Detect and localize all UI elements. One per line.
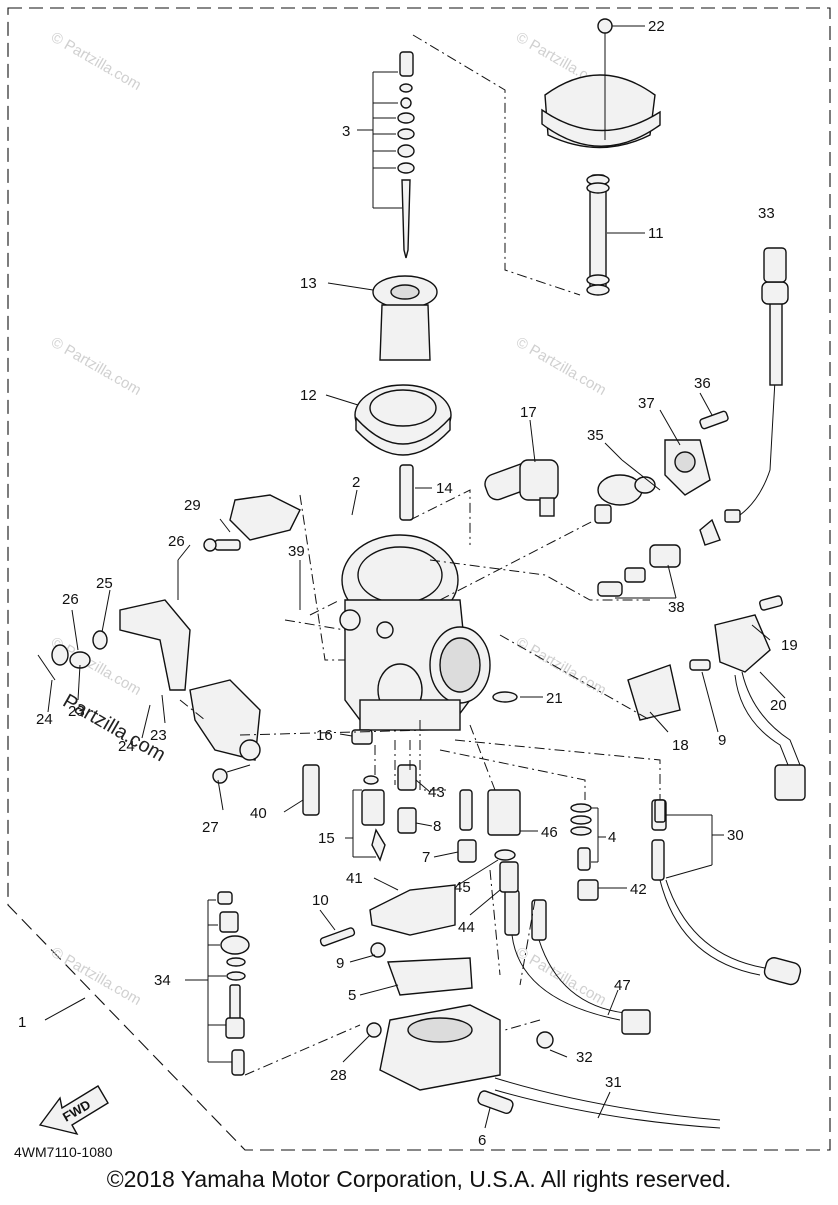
part-number-label: 42: [630, 881, 647, 898]
diagram-code: 4WM7110-1080: [14, 1144, 113, 1160]
diaphragm-part: [354, 384, 452, 456]
part-number-label: 28: [330, 1067, 347, 1084]
part-number-labels: 1 2 3 4 5 6 7 8 9 9 10 11 12 13 14 15 16…: [18, 18, 798, 1149]
part-number-label: 13: [300, 275, 317, 292]
cable-part: [504, 799, 802, 1035]
part-number-label: 12: [300, 387, 317, 404]
part-number-label: 9: [718, 732, 726, 749]
part-number-label: 24: [118, 738, 135, 755]
part-number-label: 8: [433, 818, 441, 835]
guide-lines: [179, 34, 661, 1076]
part-number-label: 7: [422, 849, 430, 866]
part-number-label: 46: [541, 824, 558, 841]
part-number-label: 26: [62, 591, 79, 608]
part-number-label: 3: [342, 123, 350, 140]
part-number-label: 47: [614, 977, 631, 994]
watermark-group: © Partzilla.com © Partzilla.com © Partzi…: [48, 29, 609, 1009]
float-bowl-part: [366, 942, 721, 1129]
jet-needle-set-part: [397, 51, 415, 259]
part-number-label: 31: [605, 1074, 622, 1091]
part-number-label: 36: [694, 375, 711, 392]
watermark: © Partzilla.com: [513, 944, 609, 1009]
part-number-label: 32: [576, 1049, 593, 1066]
watermark: © Partzilla.com: [48, 944, 144, 1009]
watermark: © Partzilla.com: [48, 334, 144, 399]
part-number-label: 4: [608, 829, 616, 846]
o-ring-part: [492, 691, 518, 703]
pilot-screw-part: [217, 891, 250, 1076]
top-cover-part: [541, 18, 661, 149]
part-number-label: 1: [18, 1014, 26, 1031]
part-number-label: 17: [520, 404, 537, 421]
part-number-label: 6: [478, 1132, 486, 1149]
watermark: © Partzilla.com: [48, 29, 144, 94]
part-number-label: 35: [587, 427, 604, 444]
float-part: [319, 884, 456, 947]
part-number-label: 44: [458, 919, 475, 936]
part-number-label: 45: [454, 879, 471, 896]
diaphragm-rod-part: [586, 174, 610, 296]
part-number-label: 23: [68, 703, 85, 720]
carburetor-body-part: [339, 534, 491, 731]
part-number-label: 20: [770, 697, 787, 714]
part-number-label: 41: [346, 870, 363, 887]
copyright-notice: ©2018 Yamaha Motor Corporation, U.S.A. A…: [106, 1166, 732, 1192]
part-number-label: 37: [638, 395, 655, 412]
part-number-label: 33: [758, 205, 775, 222]
part-number-label: 18: [672, 737, 689, 754]
part-number-label: 9: [336, 955, 344, 972]
part-number-label: 5: [348, 987, 356, 1004]
part-number-label: 23: [150, 727, 167, 744]
leader-lines: [44, 25, 786, 1129]
throttle-sensor-part: [627, 595, 806, 801]
part-number-label: 2: [352, 474, 360, 491]
part-number-label: 43: [428, 784, 445, 801]
part-number-label: 39: [288, 543, 305, 560]
part-number-label: 22: [648, 18, 665, 35]
part-number-label: 30: [727, 827, 744, 844]
part-number-label: 25: [96, 575, 113, 592]
jet-set-part: [302, 729, 521, 863]
part-number-label: 16: [316, 727, 333, 744]
part-number-label: 21: [546, 690, 563, 707]
part-number-label: 14: [436, 480, 453, 497]
part-number-label: 34: [154, 972, 171, 989]
part-number-label: 11: [648, 225, 664, 242]
part-number-label: 24: [36, 711, 53, 728]
piston-valve-part: [372, 275, 438, 361]
part-number-label: 19: [781, 637, 798, 654]
part-number-label: 40: [250, 805, 267, 822]
part-number-label: 26: [168, 533, 185, 550]
watermark: © Partzilla.com: [513, 334, 609, 399]
screw-part: [399, 464, 414, 521]
accelerator-pump-part: [594, 247, 789, 597]
throttle-bracket-part: [37, 494, 301, 784]
part-number-label: 38: [668, 599, 685, 616]
part-number-label: 29: [184, 497, 201, 514]
spring-part: [494, 799, 666, 901]
starter-plunger-part: [484, 459, 559, 517]
fwd-arrow-icon: FWD: [38, 1085, 109, 1136]
part-number-label: 15: [318, 830, 335, 847]
part-number-label: 27: [202, 819, 219, 836]
assembly-boundary: [7, 7, 831, 1151]
part-number-label: 10: [312, 892, 329, 909]
